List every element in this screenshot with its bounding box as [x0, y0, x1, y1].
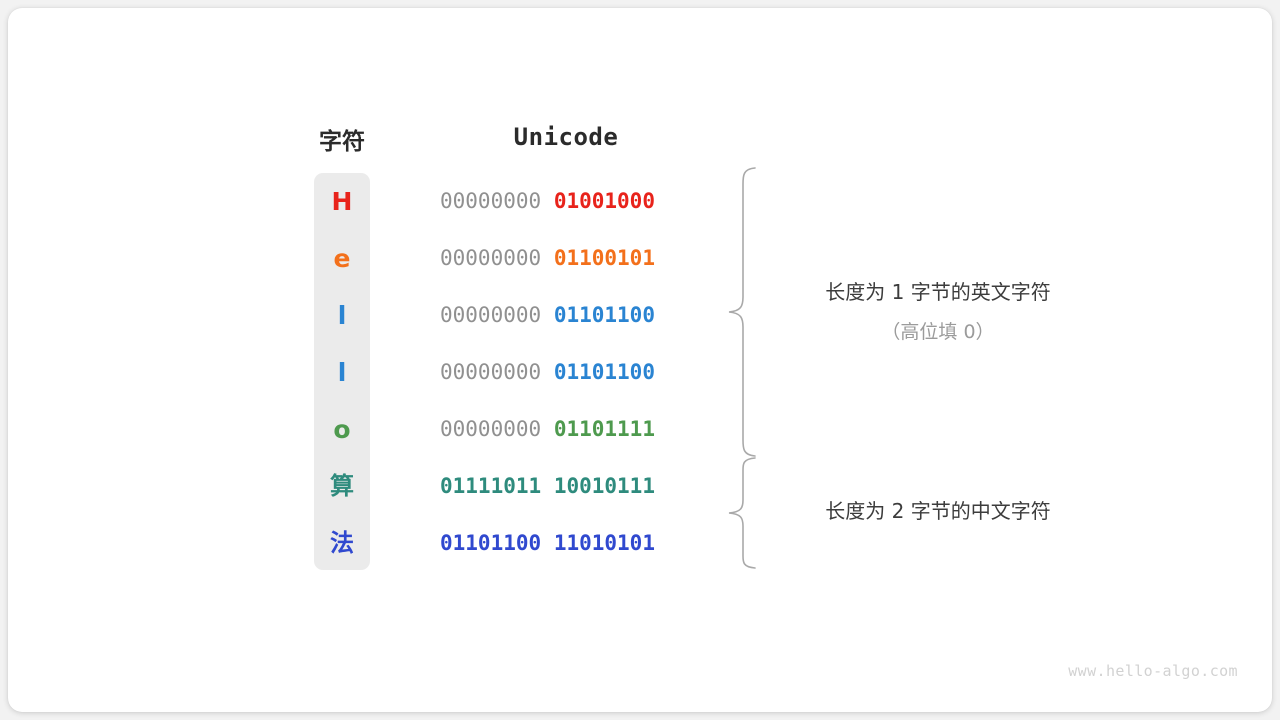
- brace-chinese-group: [728, 457, 756, 569]
- annotation-english-sub: （高位填 0）: [881, 321, 995, 343]
- brace-english-group: [728, 167, 756, 457]
- row-binary-low-byte: 01101111: [553, 417, 655, 441]
- row-binary: 00000000 01101100: [440, 344, 692, 401]
- watermark-url: www.hello-algo.com: [1068, 662, 1238, 680]
- row-binary: 00000000 01100101: [440, 230, 692, 287]
- column-header-character: 字符: [319, 129, 365, 155]
- row-binary-low-byte: 11010101: [553, 531, 655, 555]
- row-binary-high-byte: 00000000: [440, 303, 542, 327]
- row-binary-high-byte: 01101100: [440, 531, 542, 555]
- annotation-english-main: 长度为 1 字节的英文字符: [825, 280, 1051, 304]
- unicode-row: H 00000000 01001000: [8, 173, 1272, 230]
- row-binary-high-byte: 00000000: [440, 417, 542, 441]
- annotation-chinese-bytes: 长度为 2 字节的中文字符: [770, 495, 1106, 524]
- row-binary-low-byte: 01001000: [553, 189, 655, 213]
- row-character: 法: [330, 529, 354, 557]
- row-binary-high-byte: 00000000: [440, 246, 542, 270]
- row-binary-low-byte: 01100101: [553, 246, 655, 270]
- row-binary-high-byte: 00000000: [440, 189, 542, 213]
- character-column-background: [314, 173, 370, 570]
- row-binary: 00000000 01101100: [440, 287, 692, 344]
- row-character: H: [331, 187, 353, 216]
- unicode-row: l 00000000 01101100: [8, 344, 1272, 401]
- row-character: l: [337, 301, 347, 330]
- row-binary: 01111011 10010111: [440, 458, 692, 515]
- unicode-row: l 00000000 01101100: [8, 287, 1272, 344]
- unicode-row: e 00000000 01100101: [8, 230, 1272, 287]
- row-binary-low-byte: 01101100: [553, 303, 655, 327]
- unicode-row: o 00000000 01101111: [8, 401, 1272, 458]
- row-binary-high-byte: 00000000: [440, 360, 542, 384]
- unicode-row: 算 01111011 10010111: [8, 458, 1272, 515]
- row-binary-low-byte: 10010111: [553, 474, 655, 498]
- row-binary-high-byte: 01111011: [440, 474, 542, 498]
- row-character: o: [333, 415, 351, 444]
- row-character: 算: [330, 472, 354, 500]
- row-binary-low-byte: 01101100: [553, 360, 655, 384]
- row-binary: 00000000 01101111: [440, 401, 692, 458]
- row-character: e: [333, 244, 351, 273]
- row-binary: 00000000 01001000: [440, 173, 692, 230]
- unicode-row: 法 01101100 11010101: [8, 515, 1272, 572]
- diagram-card: 字符 Unicode H 00000000 01001000 e 00000000 0…: [8, 8, 1272, 712]
- annotation-english-bytes: 长度为 1 字节的英文字符 （高位填 0）: [770, 276, 1106, 344]
- annotation-chinese-main: 长度为 2 字节的中文字符: [825, 499, 1051, 523]
- row-binary: 01101100 11010101: [440, 515, 692, 572]
- column-header-unicode: Unicode: [513, 123, 619, 151]
- row-character: l: [337, 358, 347, 387]
